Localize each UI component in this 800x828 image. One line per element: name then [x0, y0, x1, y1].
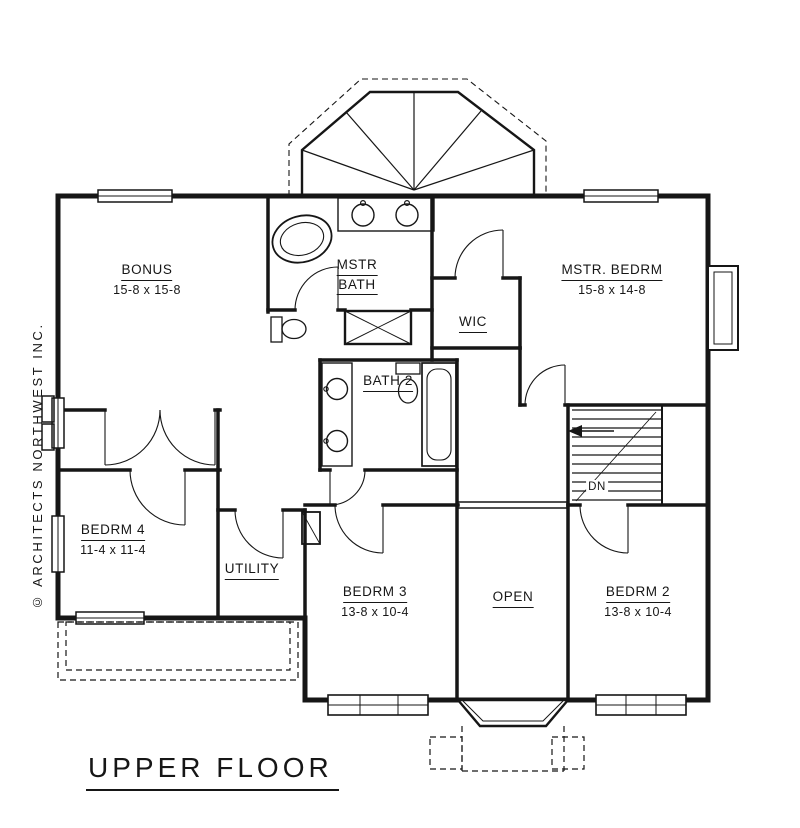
- room-name-bath2: BATH 2: [363, 372, 413, 392]
- fixtures-master-bath: [270, 197, 435, 343]
- bay-windows: [327, 694, 687, 716]
- room-name-open: OPEN: [492, 588, 534, 608]
- room-label-open: OPEN: [492, 588, 534, 608]
- room-dims-mstr-bedrm: 15-8 x 14-8: [578, 282, 646, 297]
- stair-direction-arrow: [568, 425, 614, 437]
- doors: [104, 229, 629, 559]
- open-bay: [455, 698, 571, 728]
- room-name-bedrm2: BEDRM 2: [605, 583, 671, 603]
- room-label-wic: WIC: [458, 313, 488, 333]
- room-name-bonus: BONUS: [121, 261, 173, 281]
- room-name-mstr-bath-1: MSTR: [336, 256, 378, 276]
- room-name-mstr-bath-2: BATH: [336, 276, 378, 296]
- tub-bath2: [421, 362, 457, 467]
- toilet-master: [270, 316, 307, 343]
- room-label-utility: UTILITY: [224, 560, 280, 580]
- fixtures-bath2: [321, 362, 457, 467]
- porch-dashed: [57, 621, 585, 772]
- room-dims-bonus: 15-8 x 15-8: [113, 282, 181, 297]
- windows: [41, 189, 739, 625]
- room-dims-bedrm3: 13-8 x 10-4: [341, 604, 409, 619]
- room-name-utility: UTILITY: [224, 560, 280, 580]
- room-label-bath2: BATH 2: [363, 372, 413, 392]
- drawing-title: UPPER FLOOR: [86, 752, 339, 791]
- room-name-wic: WIC: [458, 313, 488, 333]
- vanity-bath2: [321, 362, 353, 467]
- room-name-bedrm3: BEDRM 3: [342, 583, 408, 603]
- railing: [458, 501, 568, 509]
- room-label-bedrm4: BEDRM 4 11-4 x 11-4: [80, 521, 146, 558]
- double-vanity: [337, 197, 435, 232]
- room-label-mstr-bedrm: MSTR. BEDRM 15-8 x 14-8: [561, 261, 663, 298]
- closet-x: [301, 309, 413, 545]
- turret-roof: [288, 78, 547, 196]
- stairs-down-label: DN: [586, 480, 608, 495]
- room-label-bedrm3: BEDRM 3 13-8 x 10-4: [341, 583, 409, 620]
- room-label-mstr-bath: MSTR BATH: [336, 256, 378, 296]
- room-label-bonus: BONUS 15-8 x 15-8: [113, 261, 181, 298]
- room-dims-bedrm4: 11-4 x 11-4: [80, 542, 146, 557]
- soaking-tub: [271, 214, 333, 264]
- room-label-bedrm2: BEDRM 2 13-8 x 10-4: [604, 583, 672, 620]
- room-name-bedrm4: BEDRM 4: [80, 521, 146, 541]
- stairs-down-text: DN: [588, 481, 606, 493]
- copyright-text: © ARCHITECTS NORTHWEST INC.: [30, 322, 45, 610]
- room-name-mstr-bedrm: MSTR. BEDRM: [561, 261, 663, 281]
- room-dims-bedrm2: 13-8 x 10-4: [604, 604, 672, 619]
- stairs: [568, 405, 663, 505]
